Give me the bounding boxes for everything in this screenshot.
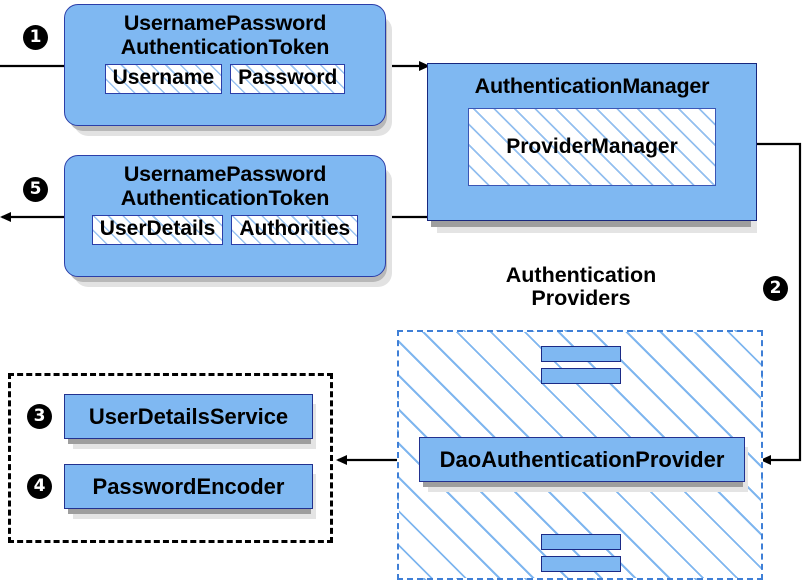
request-token-title: UsernamePassword AuthenticationToken [120,11,330,59]
dependencies-region [8,373,333,543]
userdetailsservice-box[interactable]: UserDetailsService [64,394,313,439]
passwordencoder-box[interactable]: PasswordEncoder [64,464,313,509]
badge-step-1: 1 [23,25,48,50]
provider-bar-top-1[interactable] [541,346,621,362]
authentication-manager-card[interactable]: AuthenticationManager ProviderManager [427,63,757,221]
arrow-manager-to-provider [757,142,802,465]
response-token-card[interactable]: UsernamePassword AuthenticationToken Use… [64,155,386,277]
dao-authentication-provider-box[interactable]: DaoAuthenticationProvider [419,437,745,482]
response-token-slot-authorities[interactable]: Authorities [231,215,359,245]
provider-manager-box[interactable]: ProviderManager [468,108,716,186]
request-token-slots: Username Password [65,64,385,94]
provider-bar-bottom-2[interactable] [541,556,621,572]
authentication-manager-title: AuthenticationManager [474,74,710,98]
provider-bar-top-2[interactable] [541,368,621,384]
badge-step-5: 5 [23,177,48,202]
response-token-slots: UserDetails Authorities [65,215,385,245]
badge-step-4: 4 [27,474,52,499]
request-token-slot-username[interactable]: Username [104,64,223,94]
request-token-slot-password[interactable]: Password [230,64,346,94]
badge-step-2: 2 [763,276,788,301]
provider-bar-bottom-1[interactable] [541,534,621,550]
providers-title: Authentication Providers [505,263,657,311]
request-token-card[interactable]: UsernamePassword AuthenticationToken Use… [64,4,386,126]
badge-step-3: 3 [27,404,52,429]
response-token-title: UsernamePassword AuthenticationToken [120,162,330,210]
response-token-slot-userdetails[interactable]: UserDetails [91,215,224,245]
